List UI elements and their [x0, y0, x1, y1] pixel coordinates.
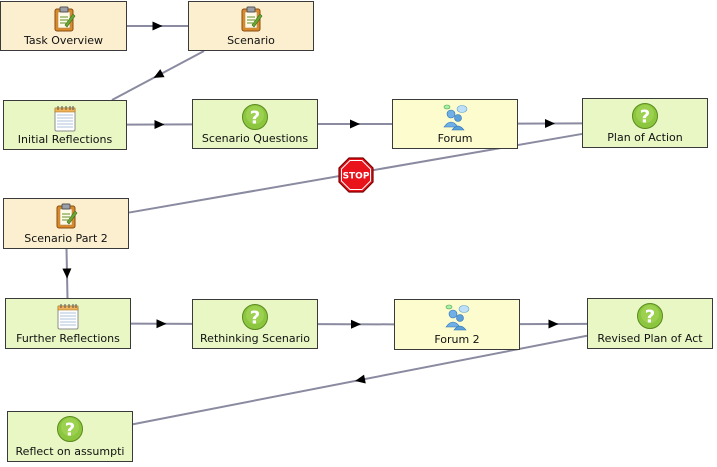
svg-text:?: ?: [250, 108, 260, 129]
arrowhead: [152, 21, 163, 31]
svg-text:?: ?: [65, 420, 75, 441]
node-forum[interactable]: Forum: [392, 99, 518, 149]
stop-sign-label: STOP: [343, 172, 370, 182]
node-scenario-questions[interactable]: ? Scenario Questions: [192, 99, 318, 149]
arrowhead: [355, 374, 366, 384]
clipboard-icon: [241, 6, 263, 32]
node-task-overview[interactable]: Task Overview: [0, 1, 127, 51]
node-label: Reflect on assumpti: [15, 445, 125, 458]
node-label: Plan of Action: [607, 131, 683, 144]
question-icon: ?: [632, 103, 658, 129]
forum-users-icon: [443, 104, 468, 131]
arrowhead: [62, 268, 72, 279]
question-icon: ?: [242, 104, 268, 130]
node-label: Forum 2: [434, 333, 480, 346]
notepad-icon: [54, 106, 76, 132]
node-further-reflections[interactable]: Further Reflections: [5, 298, 131, 349]
svg-text:?: ?: [640, 107, 650, 128]
arrowhead: [153, 69, 165, 78]
arrowhead: [350, 119, 360, 129]
node-label: Scenario: [227, 34, 275, 47]
notepad-icon: [57, 304, 79, 330]
node-label: Further Reflections: [16, 332, 120, 345]
node-label: Revised Plan of Act: [597, 332, 703, 345]
arrowhead: [156, 319, 167, 329]
arrowhead: [548, 319, 559, 329]
node-forum-2[interactable]: Forum 2: [394, 299, 520, 350]
node-revised-plan-of-act[interactable]: ? Revised Plan of Act: [587, 298, 713, 349]
clipboard-icon: [56, 203, 78, 229]
svg-text:?: ?: [645, 307, 655, 328]
node-label: Rethinking Scenario: [200, 332, 310, 345]
node-rethinking-scenario[interactable]: ? Rethinking Scenario: [192, 299, 318, 349]
node-label: Forum: [437, 132, 473, 145]
stop-sign-icon: STOP: [338, 157, 374, 193]
forum-users-icon: [445, 304, 470, 331]
node-plan-of-action[interactable]: ? Plan of Action: [582, 98, 708, 148]
node-scenario[interactable]: Scenario: [188, 1, 314, 51]
arrowhead: [154, 120, 165, 130]
node-label: Scenario Questions: [201, 132, 309, 145]
clipboard-icon: [54, 6, 75, 32]
node-scenario-part-2[interactable]: Scenario Part 2: [3, 198, 129, 249]
svg-text:?: ?: [250, 308, 260, 329]
question-icon: ?: [242, 304, 268, 330]
arrowhead: [350, 319, 361, 329]
question-icon: ?: [637, 303, 663, 329]
arrowhead: [544, 119, 555, 129]
node-reflect-on-assumptions[interactable]: ? Reflect on assumpti: [7, 411, 133, 462]
question-icon: ?: [57, 416, 83, 442]
node-label: Task Overview: [23, 34, 104, 47]
node-initial-reflections[interactable]: Initial Reflections: [3, 100, 127, 150]
node-label: Initial Reflections: [17, 133, 113, 146]
node-label: Scenario Part 2: [24, 232, 108, 245]
